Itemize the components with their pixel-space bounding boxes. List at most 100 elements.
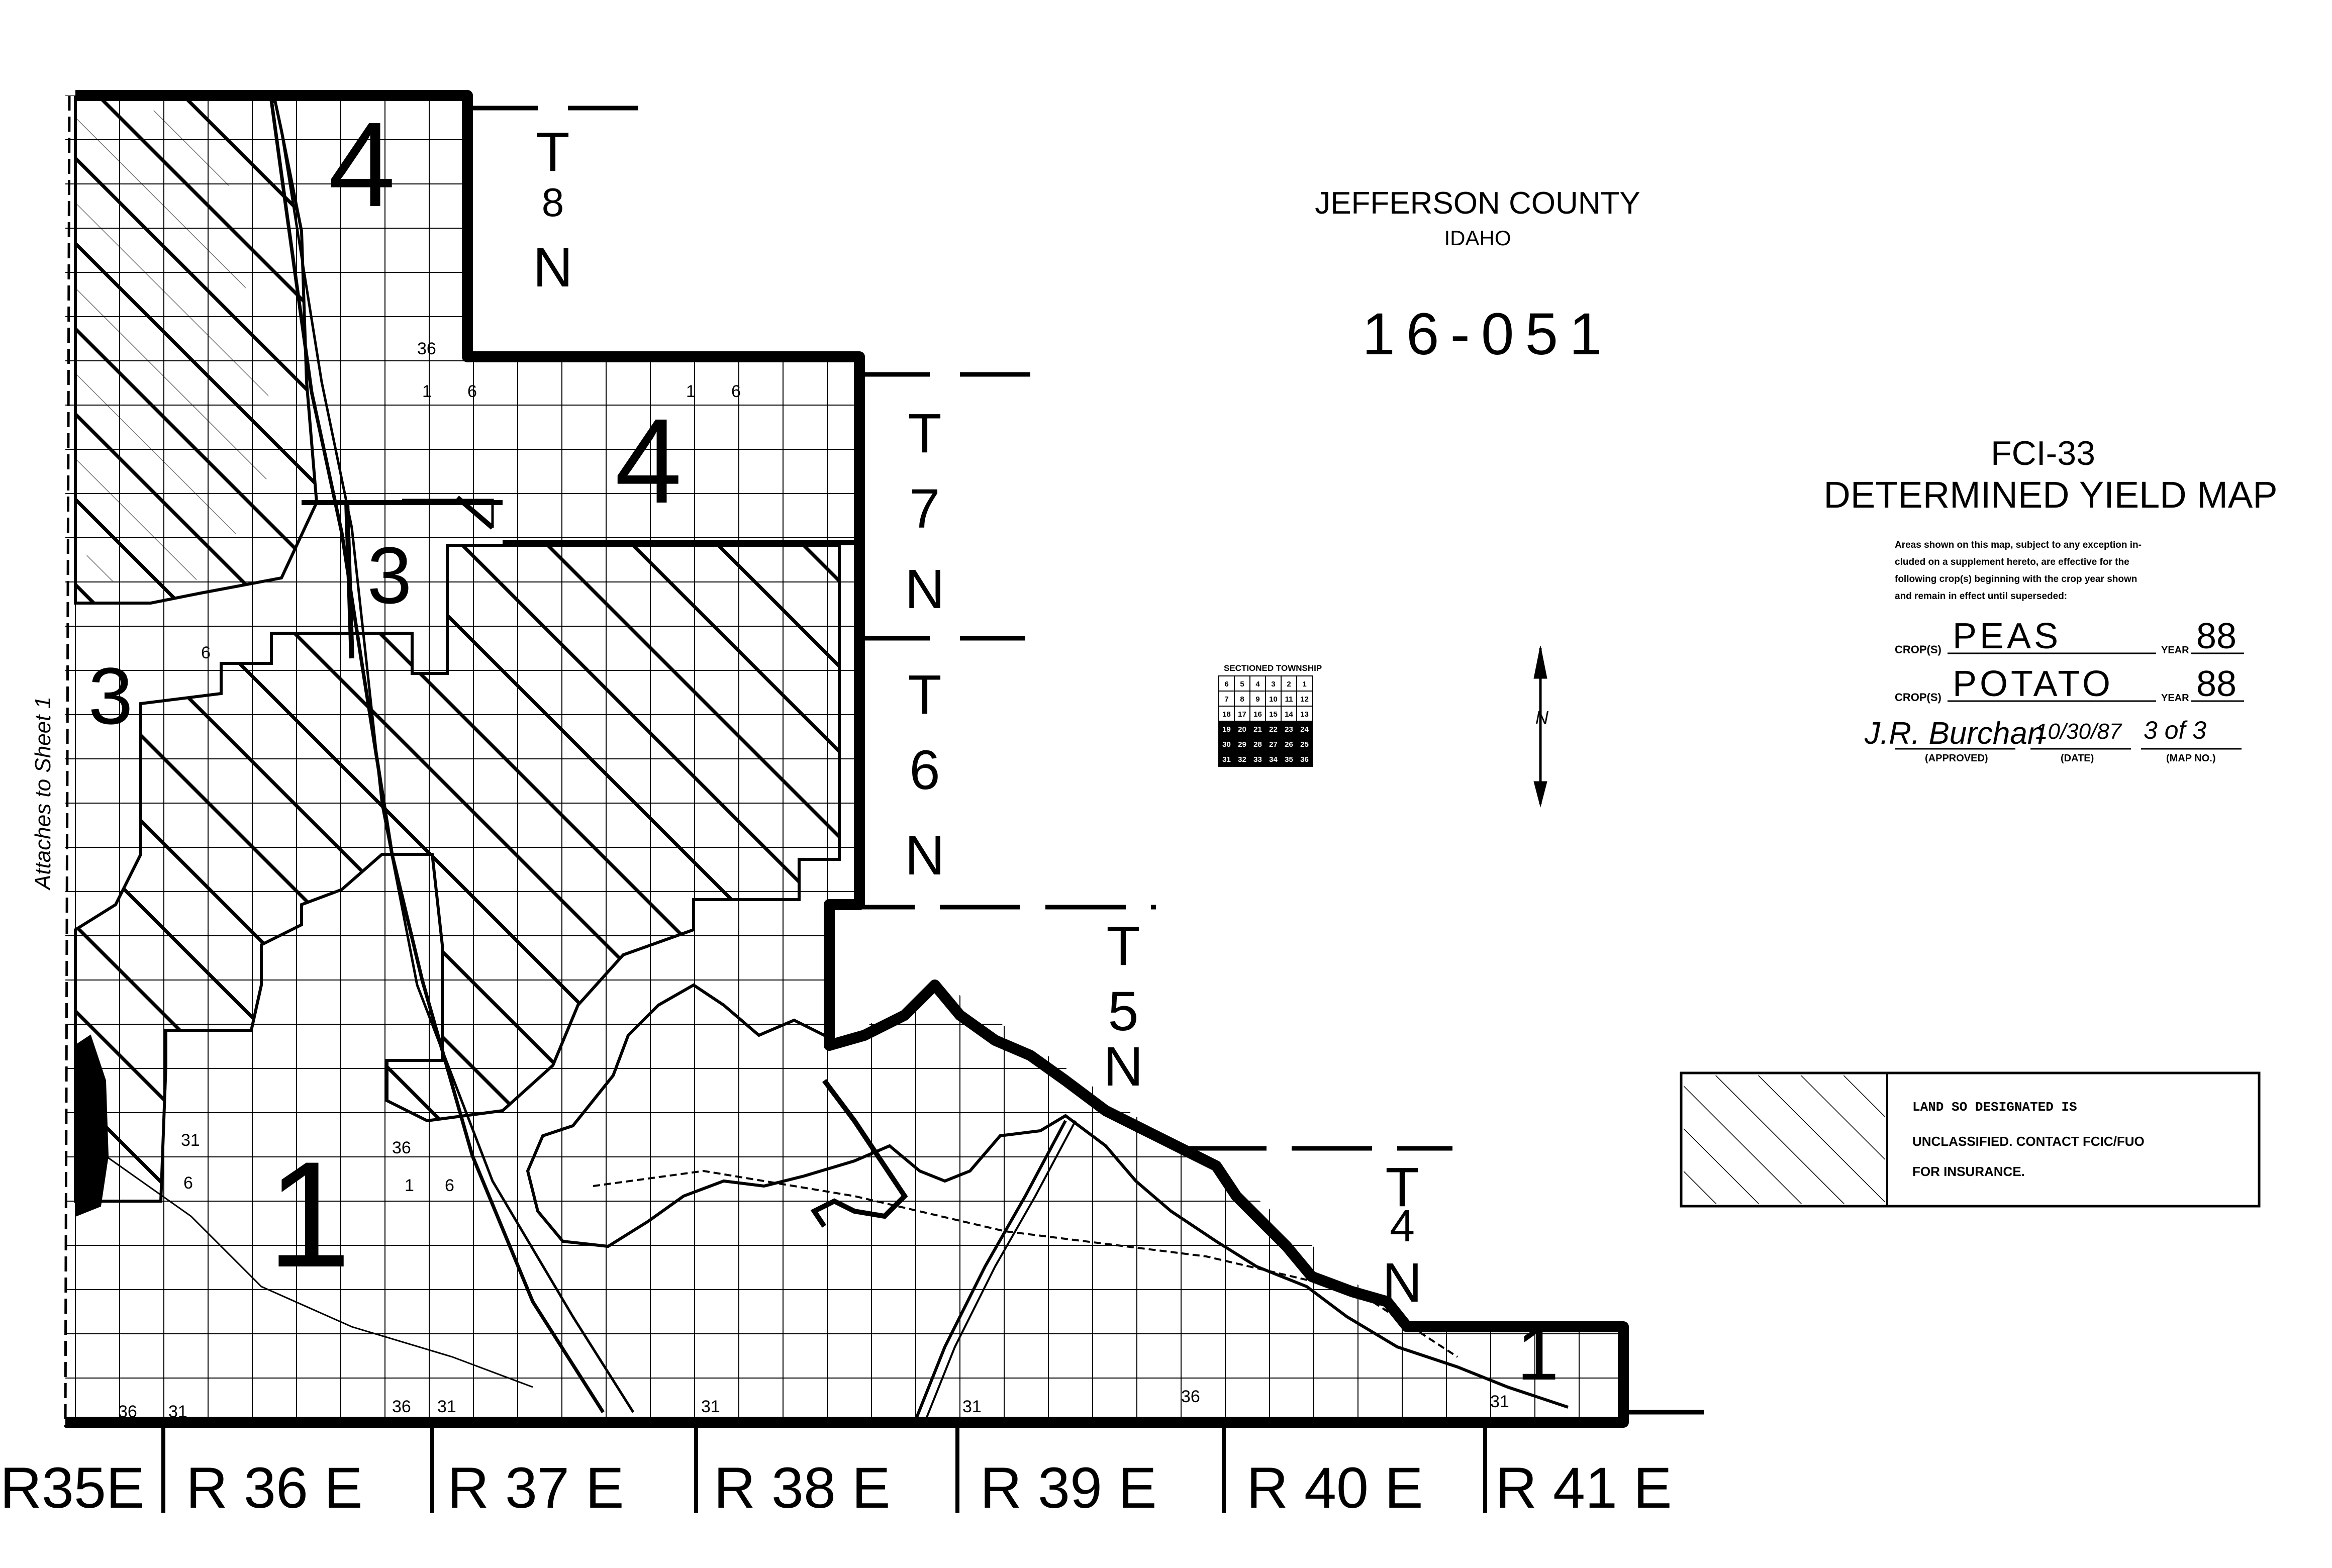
key-cell	[1265, 675, 1282, 692]
svg-text:YEAR: YEAR	[2161, 693, 2189, 704]
form-number: FCI-33	[1991, 434, 2095, 472]
svg-text:N: N	[905, 558, 944, 620]
key-cell-number: 2	[1287, 680, 1291, 689]
legend-text: UNCLASSIFIED. CONTACT FCIC/FUO	[1912, 1134, 2145, 1149]
notice-line: and remain in effect until superseded:	[1895, 591, 2067, 602]
key-cell-number: 26	[1285, 740, 1293, 749]
range-label-r39e: R 39 E	[980, 1456, 1157, 1520]
range-label-r38e: R 38 E	[714, 1456, 891, 1520]
key-cell-number: 5	[1240, 680, 1244, 689]
section-number: 6	[731, 382, 741, 401]
key-cell-number: 20	[1238, 725, 1246, 734]
svg-text:8: 8	[542, 180, 564, 225]
key-cell	[1281, 736, 1297, 752]
approval-row: J.R. Burchan 10/30/87 3 of 3 (APPROVED) …	[1864, 716, 2242, 764]
key-title: SECTIONED TOWNSHIP	[1224, 663, 1322, 673]
range-label-r37e: R 37 E	[447, 1456, 624, 1520]
crop-row-1: CROP(S) PEAS YEAR 88	[1895, 616, 2244, 656]
section-number: 1	[405, 1176, 414, 1195]
north-arrow-icon: N	[1533, 645, 1549, 808]
zone-label-3-central: 3	[367, 530, 412, 620]
section-number: 36	[392, 1397, 411, 1416]
side-note: Attaches to Sheet 1	[31, 697, 55, 891]
key-cell-number: 1	[1302, 680, 1306, 689]
unclassified-areas	[74, 95, 841, 1203]
key-cell-number: 30	[1222, 740, 1231, 749]
township-t8n: T 8 N	[533, 121, 572, 299]
section-number: 31	[168, 1402, 187, 1421]
section-number: 6	[201, 643, 211, 662]
key-cell-number: 25	[1300, 740, 1309, 749]
section-number: 6	[183, 1173, 193, 1193]
svg-text:CROP(S): CROP(S)	[1895, 691, 1941, 704]
key-cell	[1296, 751, 1313, 767]
section-number: 6	[445, 1176, 454, 1195]
section-number: 31	[437, 1397, 456, 1416]
approval-date: 10/30/87	[2035, 719, 2122, 744]
stipple-area-northwest	[75, 111, 281, 588]
section-number: 1	[422, 382, 432, 401]
key-cell-number: 4	[1255, 680, 1260, 689]
zone-label-1-south: 1	[267, 1130, 351, 1299]
section-number: 36	[392, 1138, 411, 1157]
notice-line: Areas shown on this map, subject to any …	[1895, 540, 2142, 550]
svg-text:CROP(S): CROP(S)	[1895, 643, 1941, 656]
zone-label-4-north: 4	[328, 97, 395, 232]
svg-text:T: T	[1385, 1156, 1419, 1218]
notice-line: following crop(s) beginning with the cro…	[1895, 574, 2137, 584]
key-cell-number: 28	[1253, 740, 1262, 749]
key-cell-number: 19	[1222, 725, 1231, 734]
snake-river	[526, 983, 1569, 1409]
key-cell-number: 34	[1269, 755, 1278, 764]
svg-text:T: T	[908, 403, 941, 464]
svg-text:(DATE): (DATE)	[2061, 753, 2094, 764]
key-cell	[1265, 706, 1282, 722]
title-block: FCI-33 DETERMINED YIELD MAP Areas shown …	[1823, 434, 2277, 764]
crop-year: 88	[2196, 616, 2237, 656]
key-cell-number: 12	[1300, 695, 1309, 704]
map-code: 16-051	[1362, 301, 1613, 367]
section-number: 36	[417, 339, 436, 358]
svg-text:N: N	[905, 825, 944, 887]
dark-area	[75, 1034, 109, 1217]
legend-text: LAND SO DESIGNATED IS	[1912, 1100, 2077, 1115]
key-cell	[1281, 751, 1297, 767]
key-cell-number: 8	[1240, 695, 1244, 704]
section-number: 1	[686, 382, 696, 401]
svg-text:6: 6	[909, 739, 940, 801]
canal-line	[913, 1120, 1067, 1423]
unclassified-area-central	[74, 544, 841, 1203]
county-boundary	[65, 90, 1629, 1428]
key-cell-number: 11	[1285, 695, 1293, 704]
svg-text:T: T	[908, 664, 941, 726]
key-cell	[1265, 751, 1282, 767]
zone-label-4-east: 4	[615, 394, 682, 528]
key-cell-number: 24	[1300, 725, 1309, 734]
state-name: IDAHO	[1444, 226, 1511, 250]
key-cell-number: 14	[1285, 710, 1293, 719]
key-cell	[1296, 691, 1313, 707]
township-labels: T 8 N T 7 N T 6 N T 5 N T 4 N	[533, 121, 1422, 1314]
creek	[105, 1155, 533, 1388]
key-cell	[1296, 721, 1313, 737]
legend: LAND SO DESIGNATED IS UNCLASSIFIED. CONT…	[1680, 1071, 2261, 1208]
svg-text:4: 4	[1390, 1201, 1415, 1251]
range-label-r36e: R 36 E	[186, 1456, 363, 1520]
key-cell-number: 31	[1222, 755, 1231, 764]
approver-signature: J.R. Burchan	[1864, 716, 2045, 751]
legend-text: FOR INSURANCE.	[1912, 1164, 2025, 1179]
marker-line	[402, 499, 494, 528]
map-features	[75, 100, 1569, 1423]
key-cell	[1249, 691, 1266, 707]
key-cell-number: 15	[1269, 710, 1278, 719]
range-label-r40e: R 40 E	[1246, 1456, 1423, 1520]
svg-text:T: T	[536, 121, 569, 183]
key-cell-number: 18	[1222, 710, 1231, 719]
zone-label-1-southeast: 1	[1517, 1311, 1559, 1396]
svg-text:7: 7	[909, 478, 940, 540]
key-cell-number: 36	[1300, 755, 1309, 764]
svg-text:5: 5	[1108, 981, 1138, 1042]
section-number: 31	[962, 1397, 982, 1416]
section-numbers: 36 31 36 31 31 31 36 31 36 1 6 1 6 31 6 …	[118, 339, 1509, 1421]
